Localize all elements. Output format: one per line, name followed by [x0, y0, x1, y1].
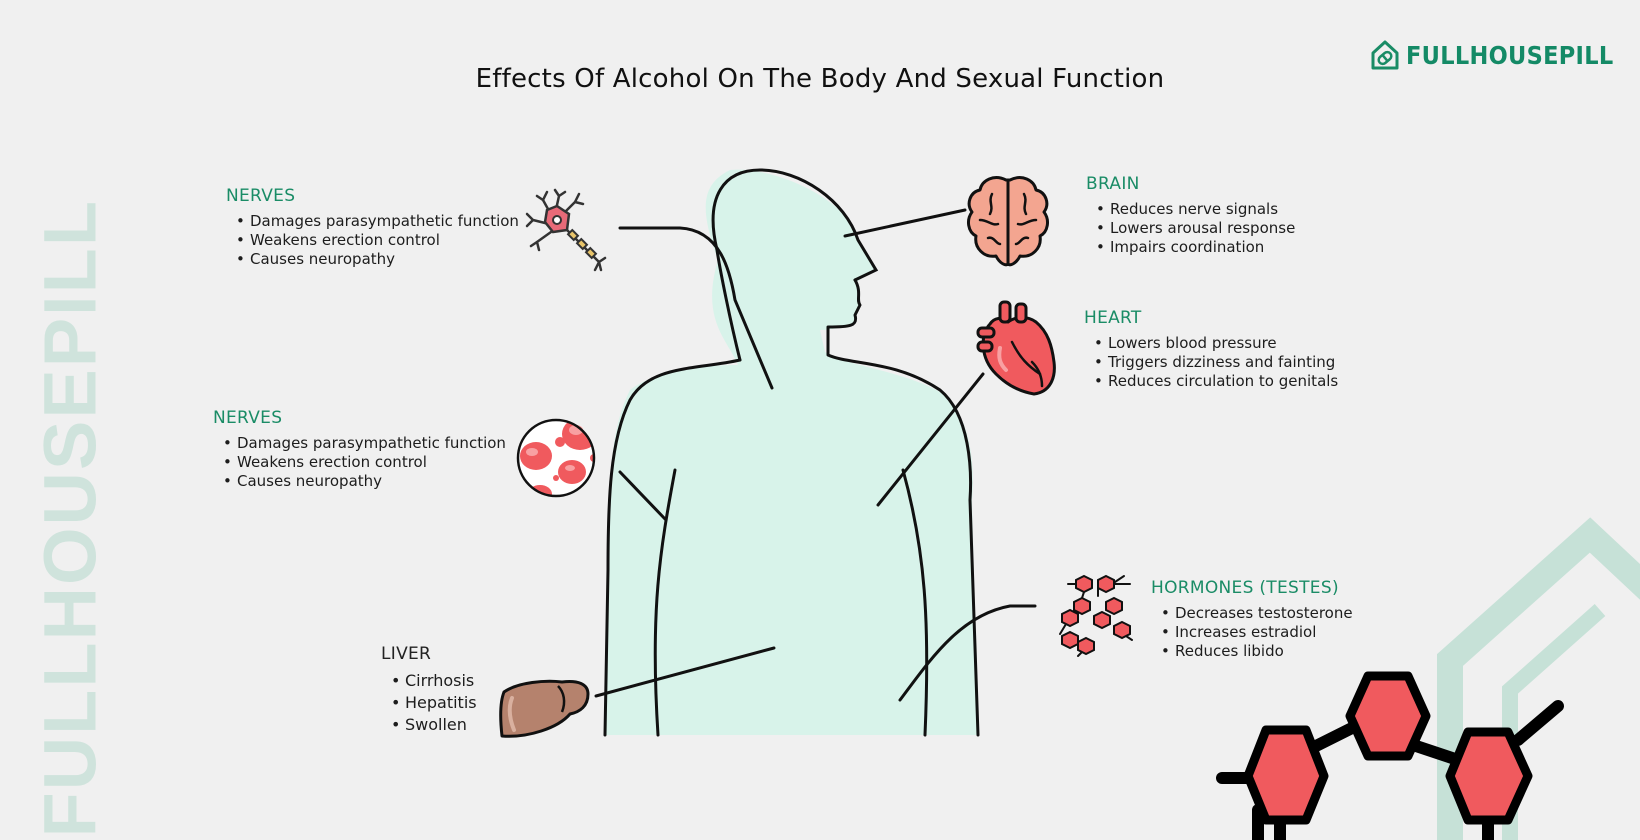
bullet-item: Swollen	[391, 714, 477, 736]
panel-brain: BRAIN Reduces nerve signals Lowers arous…	[1086, 174, 1295, 257]
bullet-list: Cirrhosis Hepatitis Swollen	[381, 670, 477, 736]
large-molecule-graphic	[1216, 671, 1564, 840]
bullet-item: Triggers dizziness and fainting	[1094, 353, 1338, 372]
panel-heading: NERVES	[226, 186, 296, 206]
panel-nerves-top: NERVES Damages parasympathetic function …	[226, 186, 519, 269]
bullet-item: Decreases testosterone	[1161, 604, 1353, 623]
bullet-item: Impairs coordination	[1096, 238, 1295, 257]
panel-heading: HORMONES (TESTES)	[1151, 578, 1339, 598]
bullet-item: Weakens erection control	[236, 231, 519, 250]
panel-hormones: HORMONES (TESTES) Decreases testosterone…	[1151, 578, 1353, 661]
bullet-item: Reduces circulation to genitals	[1094, 372, 1338, 391]
panel-heading: NERVES	[213, 408, 283, 428]
bullet-list: Lowers blood pressure Triggers dizziness…	[1084, 334, 1338, 391]
brand-logo-text: FULLHOUSEPILL	[1406, 40, 1614, 70]
bullet-list: Damages parasympathetic function Weakens…	[226, 212, 519, 269]
house-pill-icon	[1371, 40, 1399, 70]
bullet-item: Reduces nerve signals	[1096, 200, 1295, 219]
brand-logo[interactable]: FULLHOUSEPILL	[1370, 38, 1613, 72]
bullet-list: Decreases testosterone Increases estradi…	[1151, 604, 1353, 661]
bullet-list: Damages parasympathetic function Weakens…	[213, 434, 506, 491]
bullet-item: Lowers blood pressure	[1094, 334, 1338, 353]
heart-icon	[976, 300, 1056, 396]
panel-liver: LIVER Cirrhosis Hepatitis Swollen	[381, 644, 477, 736]
molecule-icon	[1059, 574, 1133, 657]
bullet-list: Reduces nerve signals Lowers arousal res…	[1086, 200, 1295, 257]
bullet-item: Weakens erection control	[223, 453, 506, 472]
liver-icon	[499, 679, 590, 738]
bullet-item: Cirrhosis	[391, 670, 477, 692]
human-body-figure	[603, 168, 980, 737]
bullet-item: Causes neuropathy	[236, 250, 519, 269]
panel-heart: HEART Lowers blood pressure Triggers diz…	[1084, 308, 1338, 391]
neuron-icon	[525, 188, 607, 272]
panel-heading: HEART	[1084, 308, 1142, 328]
brain-icon	[967, 176, 1049, 267]
bullet-item: Damages parasympathetic function	[236, 212, 519, 231]
panel-nerves-mid: NERVES Damages parasympathetic function …	[213, 408, 506, 491]
bullet-item: Hepatitis	[391, 692, 477, 714]
bullet-item: Lowers arousal response	[1096, 219, 1295, 238]
bullet-item: Increases estradiol	[1161, 623, 1353, 642]
panel-heading: LIVER	[381, 644, 432, 664]
page-title: Effects Of Alcohol On The Body And Sexua…	[475, 64, 1165, 94]
bullet-item: Causes neuropathy	[223, 472, 506, 491]
bullet-item: Damages parasympathetic function	[223, 434, 506, 453]
bullet-item: Reduces libido	[1161, 642, 1353, 661]
panel-heading: BRAIN	[1086, 174, 1140, 194]
blood-cells-icon	[516, 418, 596, 498]
